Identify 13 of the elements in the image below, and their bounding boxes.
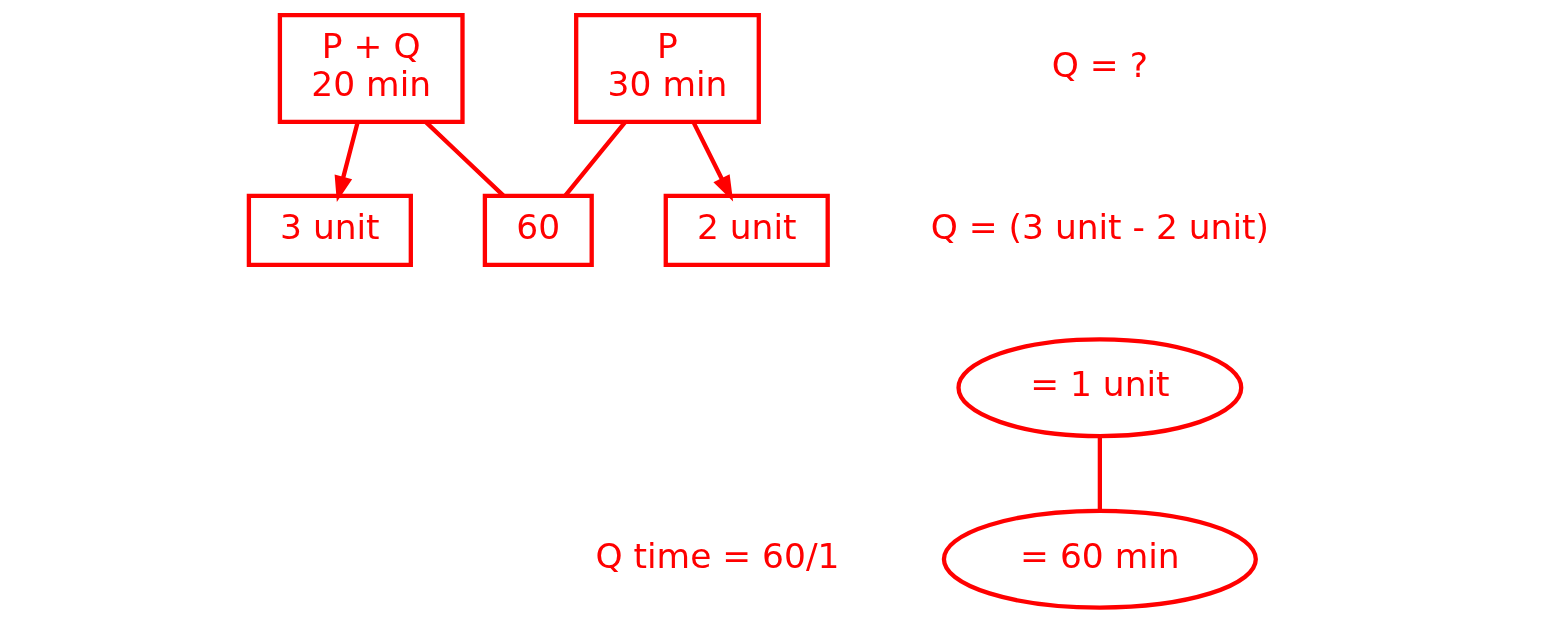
node-box: 3 unit	[246, 193, 413, 268]
label: Q = (3 unit - 2 unit)	[930, 207, 1269, 248]
node-ellipse: = 1 unit	[955, 337, 1243, 439]
node-box: 2 unit	[663, 193, 830, 268]
node-box: P 30 min	[573, 12, 761, 125]
arrow	[691, 121, 733, 202]
node-box: P + Q 20 min	[277, 12, 465, 125]
node-box: 60	[482, 193, 594, 268]
node-ellipse: = 60 min	[941, 508, 1258, 610]
label: Q = ?	[1051, 45, 1148, 86]
label: Q time = 60/1	[594, 535, 839, 576]
connector	[1097, 436, 1102, 510]
arrow	[334, 121, 360, 202]
